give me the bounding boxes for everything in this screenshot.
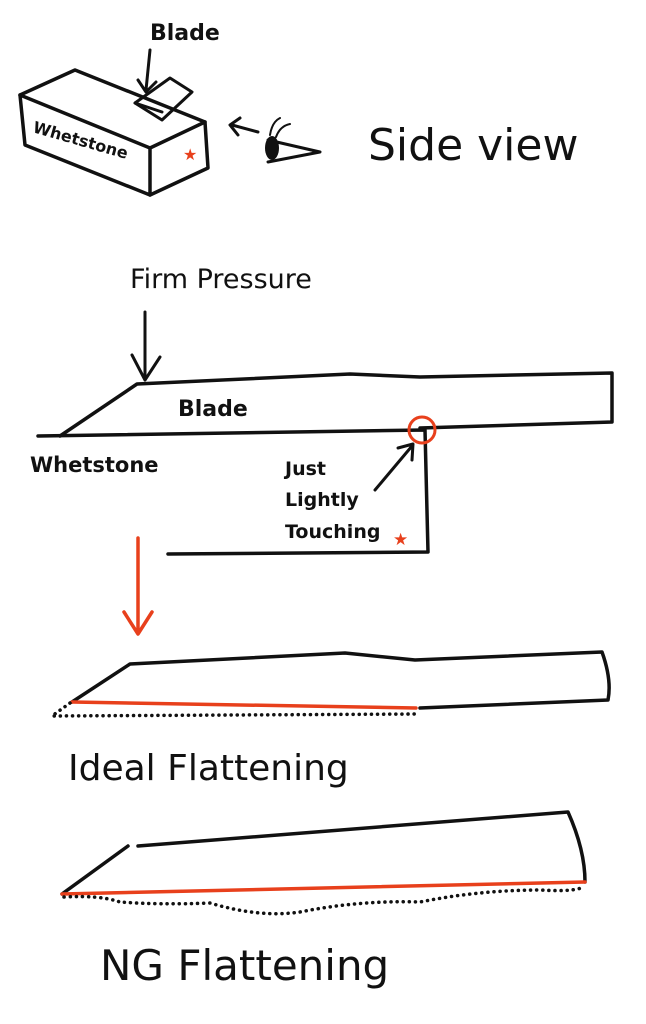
blade-pointer-arrow xyxy=(136,48,158,94)
whetstone-profile xyxy=(36,428,430,556)
ng-flattening: NG Flattening xyxy=(60,810,587,990)
whetstone-label-box: Whetstone xyxy=(31,118,131,163)
side-view-cross-section: Firm Pressure Blade Whetstone Just Light… xyxy=(30,264,614,556)
firm-pressure-label: Firm Pressure xyxy=(130,264,312,295)
whetstone-label-side: Whetstone xyxy=(30,453,159,477)
contact-pointer-arrow xyxy=(373,442,415,492)
touch-label-line2: Lightly xyxy=(285,489,359,511)
touch-label-line1: Just xyxy=(283,458,326,480)
blade-label-side: Blade xyxy=(178,397,248,422)
ideal-flattening-label: Ideal Flattening xyxy=(68,748,349,789)
blade-label-top: Blade xyxy=(150,21,220,46)
pressure-arrow xyxy=(130,310,162,382)
whetstone-front-face xyxy=(18,93,152,197)
ng-flattened-edge xyxy=(60,880,587,896)
ng-flattening-label: NG Flattening xyxy=(100,941,389,990)
whetstone-end-face xyxy=(148,120,210,197)
ideal-flattened-edge xyxy=(70,700,418,710)
side-view-title: Side view xyxy=(368,120,578,171)
whetstone-perspective: Blade Whetstone ★ Side view xyxy=(18,21,578,197)
result-arrow xyxy=(122,536,154,636)
eye-icon xyxy=(266,138,322,164)
contact-point-circle xyxy=(407,415,437,445)
touch-label-line3: Touching xyxy=(285,521,380,543)
ideal-flattening: Ideal Flattening xyxy=(46,650,611,789)
star-icon: ★ xyxy=(183,147,197,164)
star-icon: ★ xyxy=(393,530,408,549)
ng-blade-bevel xyxy=(60,844,130,896)
blade-on-stone xyxy=(133,76,194,122)
ideal-blade-profile xyxy=(70,650,611,710)
ng-blade-profile xyxy=(136,810,587,884)
blade-profile xyxy=(58,371,614,438)
arrow-icon xyxy=(228,116,260,137)
ideal-removed-material xyxy=(46,701,420,718)
ng-uneven-removal xyxy=(62,885,585,916)
